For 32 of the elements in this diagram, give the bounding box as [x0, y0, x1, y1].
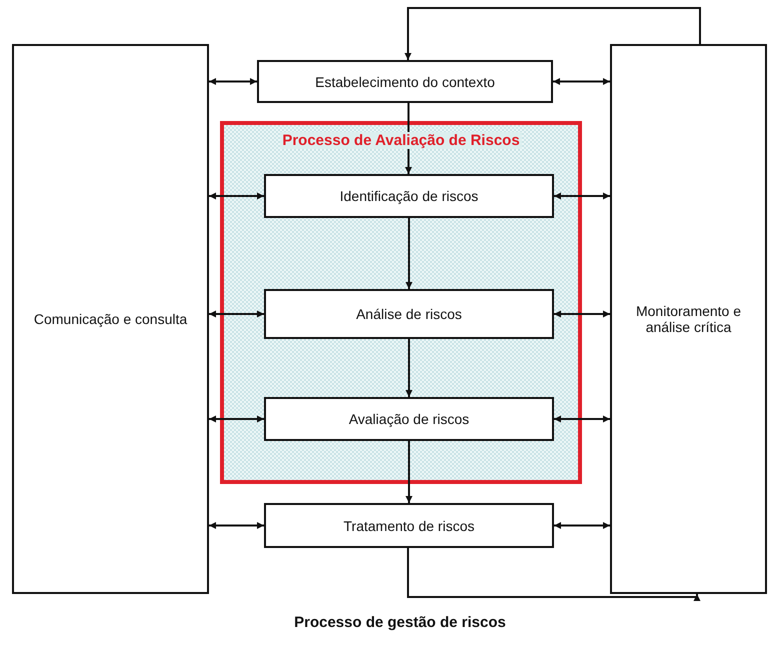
- arrow: [554, 192, 610, 200]
- process-box: [264, 397, 554, 441]
- box-label: Análise de riscos: [356, 306, 462, 322]
- arrow: [209, 416, 264, 422]
- arrow: [406, 441, 412, 503]
- process-box: [610, 44, 767, 594]
- process-group-frame: [220, 121, 582, 484]
- arrow: [406, 339, 412, 397]
- arrow: [406, 218, 412, 289]
- box-label: Identificação de riscos: [340, 188, 478, 204]
- arrow: [209, 310, 264, 318]
- box-label: Avaliação de riscos: [348, 411, 470, 427]
- process-box: [257, 60, 553, 103]
- arrow: [553, 78, 610, 85]
- box-label: Comunicação e consulta: [34, 311, 188, 327]
- arrow: [554, 310, 610, 318]
- arrow: [209, 192, 264, 200]
- group-title: Processo de Avaliação de Riscos: [280, 132, 522, 149]
- caption: Processo de gestão de riscos: [293, 614, 507, 631]
- process-box: [12, 44, 209, 594]
- arrow: [554, 522, 610, 529]
- process-box: [264, 174, 554, 218]
- arrow: [407, 548, 700, 601]
- arrow: [209, 78, 257, 85]
- arrow: [404, 7, 701, 60]
- box-label: Estabelecimento do contexto: [315, 74, 495, 90]
- box-label: Monitoramento e análise crítica: [634, 303, 742, 335]
- process-box: [264, 289, 554, 339]
- arrow: [554, 416, 610, 422]
- box-label: Tratamento de riscos: [344, 518, 474, 534]
- arrow: [209, 522, 264, 529]
- process-box: [264, 503, 554, 548]
